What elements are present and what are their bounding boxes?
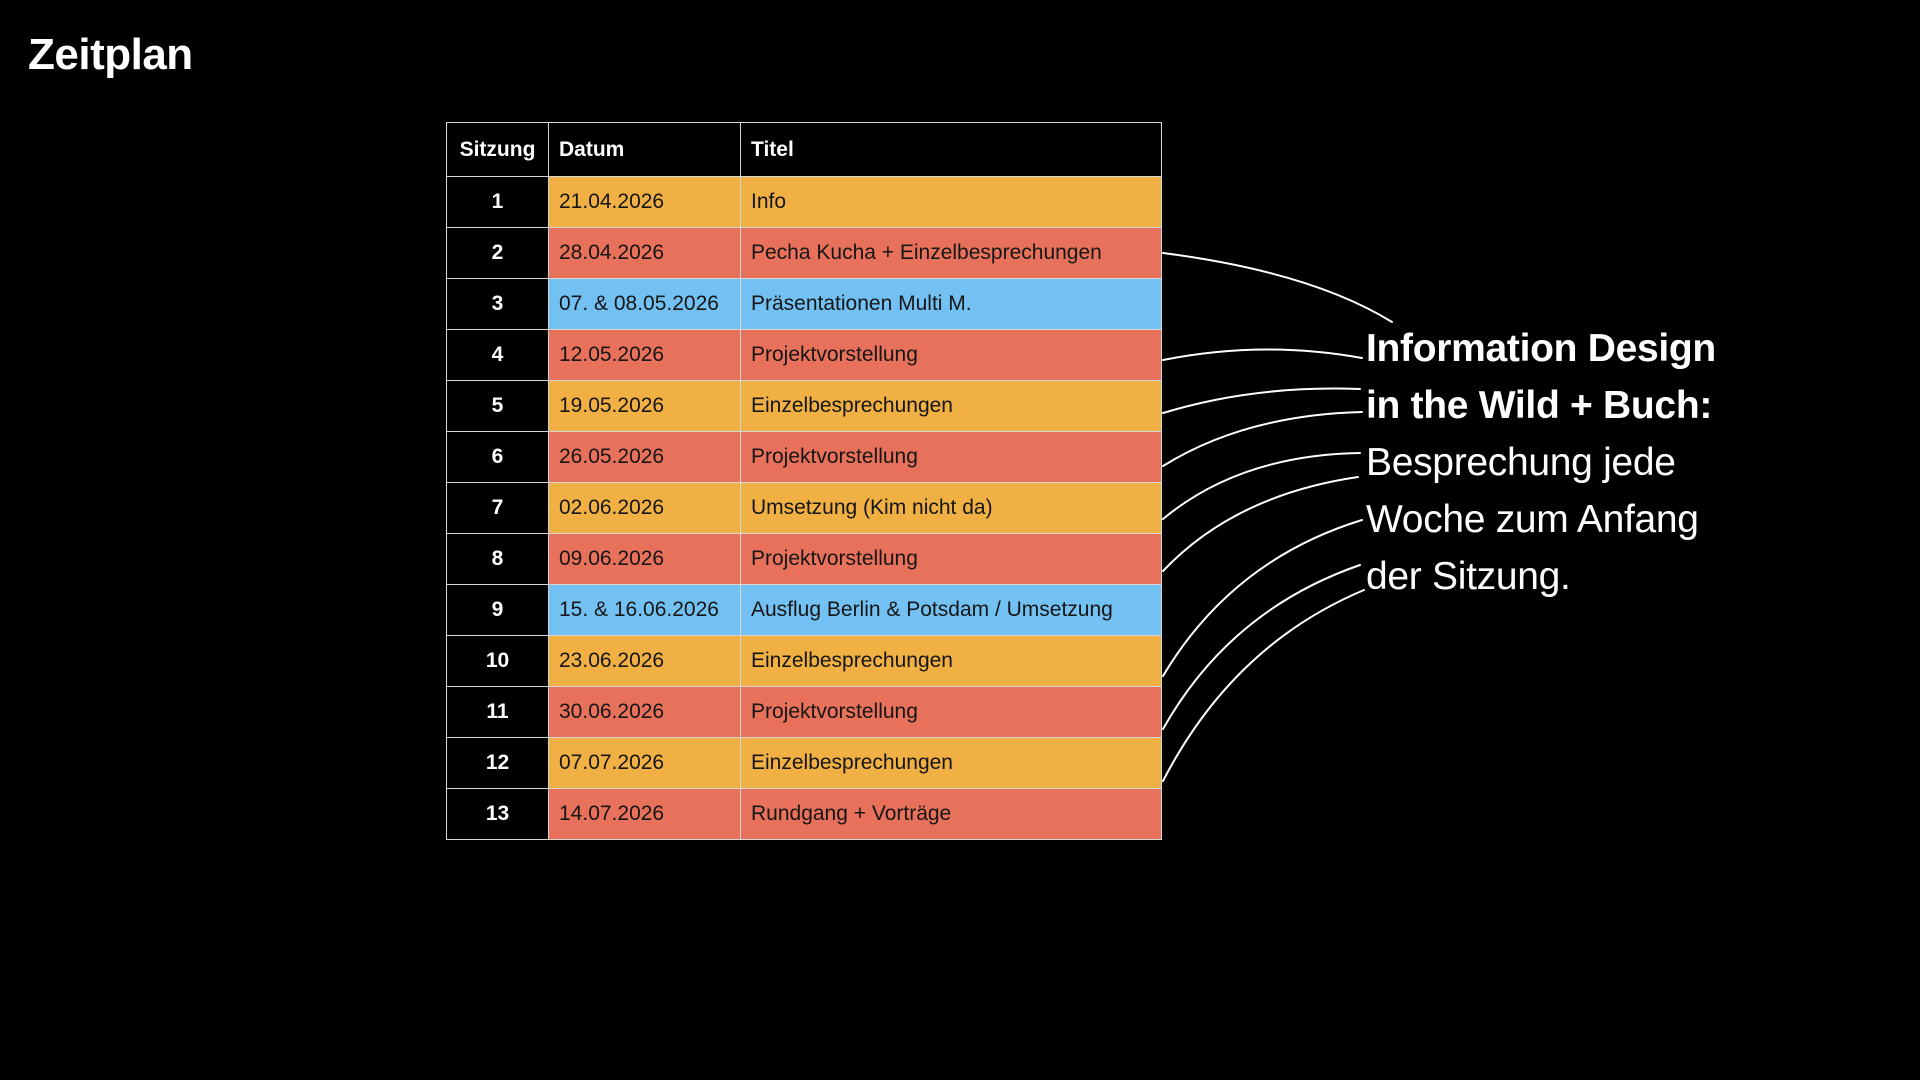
cell-titel: Präsentationen Multi M. [740,278,1162,330]
cell-sitzung: 7 [446,482,549,534]
cell-titel: Einzelbesprechungen [740,635,1162,687]
cell-sitzung: 12 [446,737,549,789]
cell-datum: 14.07.2026 [548,788,741,840]
connector-line [1162,411,1363,467]
annotation-line: in the Wild + Buch: [1366,384,1713,427]
table-header-row: Sitzung Datum Titel [446,122,1162,177]
connector-line [1162,387,1361,414]
connector-line [1162,519,1363,677]
cell-datum: 07.07.2026 [548,737,741,789]
cell-titel: Einzelbesprechungen [740,380,1162,432]
cell-sitzung: 3 [446,278,549,330]
annotation-text: Information Design in the Wild + Buch: Bes… [1366,320,1716,605]
annotation-line: Information Design [1366,327,1716,370]
cell-sitzung: 1 [446,176,549,228]
column-header-titel: Titel [740,122,1162,177]
cell-datum: 19.05.2026 [548,380,741,432]
cell-sitzung: 13 [446,788,549,840]
cell-sitzung: 9 [446,584,549,636]
connector-line [1162,452,1361,520]
cell-titel: Projektvorstellung [740,533,1162,585]
cell-datum: 02.06.2026 [548,482,741,534]
cell-titel: Projektvorstellung [740,686,1162,738]
annotation-line: Besprechung jede [1366,441,1676,484]
cell-datum: 12.05.2026 [548,329,741,381]
cell-sitzung: 6 [446,431,549,483]
cell-titel: Projektvorstellung [740,329,1162,381]
cell-sitzung: 8 [446,533,549,585]
cell-titel: Rundgang + Vorträge [740,788,1162,840]
annotation-line: Woche zum Anfang [1366,498,1699,541]
cell-datum: 28.04.2026 [548,227,741,279]
cell-sitzung: 10 [446,635,549,687]
cell-sitzung: 2 [446,227,549,279]
cell-titel: Umsetzung (Kim nicht da) [740,482,1162,534]
cell-sitzung: 5 [446,380,549,432]
connector-line [1162,589,1365,782]
cell-sitzung: 4 [446,329,549,381]
page-title: Zeitplan [28,30,193,79]
column-header-datum: Datum [548,122,741,177]
cell-titel: Projektvorstellung [740,431,1162,483]
cell-titel: Ausflug Berlin & Potsdam / Umsetzung [740,584,1162,636]
cell-titel: Pecha Kucha + Einzelbesprechungen [740,227,1162,279]
cell-datum: 30.06.2026 [548,686,741,738]
connector-line [1162,348,1363,361]
cell-titel: Einzelbesprechungen [740,737,1162,789]
column-header-sitzung: Sitzung [446,122,549,177]
cell-sitzung: 11 [446,686,549,738]
cell-datum: 07. & 08.05.2026 [548,278,741,330]
connector-line [1162,252,1393,323]
connector-line [1162,564,1361,730]
annotation-line: der Sitzung. [1366,555,1571,598]
cell-datum: 15. & 16.06.2026 [548,584,741,636]
cell-datum: 26.05.2026 [548,431,741,483]
cell-datum: 23.06.2026 [548,635,741,687]
cell-datum: 09.06.2026 [548,533,741,585]
cell-datum: 21.04.2026 [548,176,741,228]
connector-line [1162,476,1359,572]
cell-titel: Info [740,176,1162,228]
